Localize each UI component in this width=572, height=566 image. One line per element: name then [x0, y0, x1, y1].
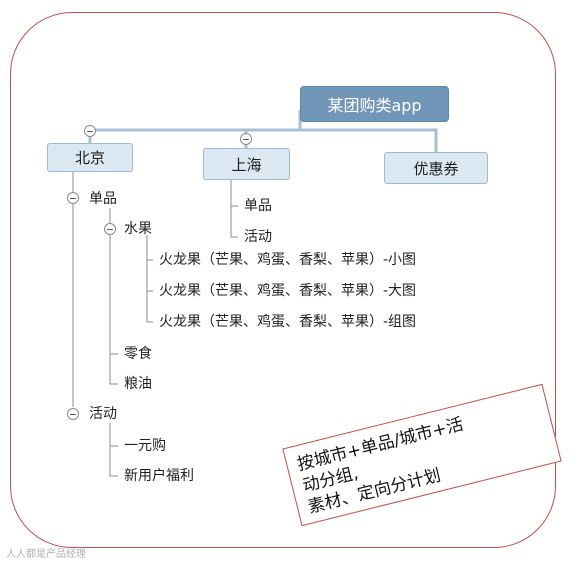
node-beijing[interactable]: 北京 — [47, 143, 133, 172]
node-coupon[interactable]: 优惠券 — [384, 152, 488, 184]
node-fruit[interactable]: 水果 — [124, 221, 152, 237]
node-shanghai[interactable]: 上海 — [203, 148, 290, 180]
node-fruit-item[interactable]: 火龙果（芒果、鸡蛋、香梨、苹果）-大图 — [159, 283, 417, 299]
collapse-toggle-fruit[interactable] — [104, 223, 116, 235]
node-grain[interactable]: 粮油 — [124, 376, 152, 392]
node-beijing-label: 北京 — [74, 149, 105, 167]
node-activity-item[interactable]: 一元购 — [124, 438, 166, 454]
node-single[interactable]: 单品 — [89, 191, 117, 207]
node-coupon-label: 优惠券 — [413, 159, 459, 178]
node-shanghai-item[interactable]: 活动 — [244, 229, 272, 245]
collapse-toggle-shanghai[interactable] — [240, 133, 252, 145]
collapse-toggle-activity[interactable] — [67, 408, 79, 420]
rounded-frame — [10, 12, 556, 548]
collapse-toggle-single[interactable] — [67, 192, 79, 204]
node-activity-item[interactable]: 新用户福利 — [124, 468, 194, 484]
node-activity[interactable]: 活动 — [89, 406, 117, 422]
node-fruit-item[interactable]: 火龙果（芒果、鸡蛋、香梨、苹果）-组图 — [159, 314, 417, 330]
watermark: 人人都是产品经理 — [6, 549, 86, 560]
node-shanghai-item[interactable]: 单品 — [244, 198, 272, 214]
root-node-label: 某团购类app — [327, 96, 422, 115]
root-node[interactable]: 某团购类app — [300, 86, 449, 122]
node-shanghai-label: 上海 — [231, 155, 262, 174]
node-snacks[interactable]: 零食 — [124, 346, 152, 362]
node-fruit-item[interactable]: 火龙果（芒果、鸡蛋、香梨、苹果）-小图 — [159, 252, 417, 268]
collapse-toggle-beijing[interactable] — [84, 125, 96, 137]
